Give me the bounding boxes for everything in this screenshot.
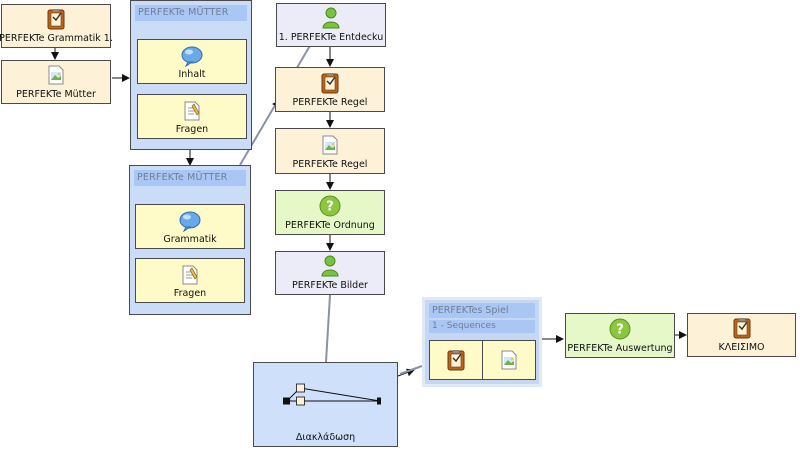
edge-branch-spiel-shadow [399,365,423,375]
document-icon [180,264,200,286]
user-icon [320,255,340,277]
node-entdecken-label: 1. PERFEKTe Entdecku [278,32,384,43]
group-muetter-upper[interactable]: PERFEKTe MÜTTER Inhalt Fragen [130,0,252,150]
notepad-icon [320,72,340,94]
group-muetter-lower[interactable]: PERFEKTe MÜTTER Grammatik Fragen [129,165,251,315]
image-doc-icon [46,64,66,86]
node-regel-2[interactable]: PERFEKTe Regel [275,128,385,174]
node-bilder[interactable]: PERFEKTe Bilder [275,251,385,295]
node-regel-1[interactable]: PERFEKTe Regel [275,67,385,112]
node-branch[interactable]: Διακλάδωση [253,362,398,447]
node-kleisimo[interactable]: ΚΛΕΙΣΙΜΟ [687,313,796,357]
group-upper-title: PERFEKTe MÜTTER [135,5,247,21]
speech-bubble-icon [178,210,202,232]
user-icon [321,7,341,29]
question-icon [609,318,631,340]
node-bilder-label: PERFEKTe Bilder [292,280,368,291]
node-grammatik-1-label: PERFEKTe Grammatik 1. [0,33,113,44]
node-muetter[interactable]: PERFEKTe Mütter [1,60,111,104]
node-auswertung-label: PERFEKTe Auswertung [567,343,673,354]
node-muetter-label: PERFEKTe Mütter [16,89,96,100]
sub-fragen-lower-label: Fragen [173,288,207,299]
sub-fragen-upper[interactable]: Fragen [137,94,247,139]
sub-fragen-upper-label: Fragen [175,124,209,135]
node-kleisimo-label: ΚΛΕΙΣΙΜΟ [718,342,765,353]
node-auswertung[interactable]: PERFEKTe Auswertung [565,313,675,358]
sequence-item-1[interactable] [430,341,482,379]
branch-icon [282,383,381,406]
node-grammatik-1[interactable]: PERFEKTe Grammatik 1. [0,4,113,48]
question-icon [319,195,341,217]
image-doc-icon [499,349,519,371]
notepad-icon [732,317,752,339]
node-ordnung-label: PERFEKTe Ordnung [285,220,375,231]
node-regel-1-label: PERFEKTe Regel [292,97,368,108]
spiel-subtitle: 1 - Sequences [429,320,535,333]
spiel-sequence[interactable] [429,340,536,380]
node-entdecken[interactable]: 1. PERFEKTe Entdecku [276,3,386,47]
group-lower-title: PERFEKTe MÜTTER [134,170,246,186]
group-spiel[interactable]: PERFEKTes Spiel 1 - Sequences [422,297,542,387]
speech-bubble-icon [180,45,204,67]
edge-branch-spiel [397,368,415,377]
edge-bilder-branch [325,294,331,363]
node-regel-2-label: PERFEKTe Regel [292,159,368,170]
image-doc-icon [320,134,340,156]
sub-fragen-lower[interactable]: Fragen [135,258,245,303]
node-branch-label: Διακλάδωση [295,432,356,443]
spiel-title: PERFEKTes Spiel [429,303,535,318]
sub-grammatik-label: Grammatik [163,234,217,245]
sequence-item-2[interactable] [482,341,535,379]
notepad-icon [46,8,66,30]
document-icon [182,100,202,122]
notepad-icon [446,349,466,371]
sub-inhalt[interactable]: Inhalt [137,39,247,84]
node-ordnung[interactable]: PERFEKTe Ordnung [275,190,385,235]
sub-grammatik[interactable]: Grammatik [135,204,245,249]
sub-inhalt-label: Inhalt [178,69,206,80]
